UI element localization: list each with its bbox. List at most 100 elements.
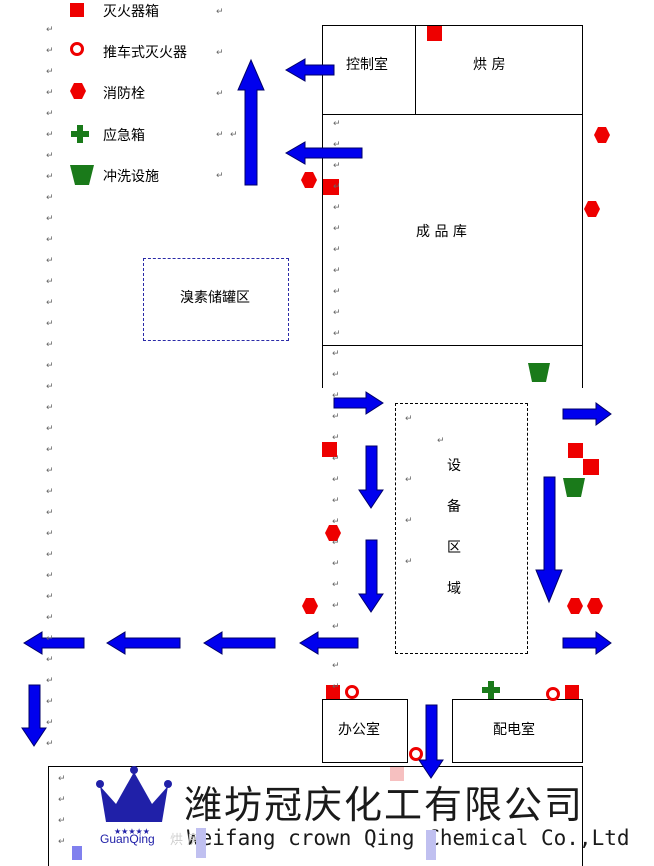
fire-box-icon	[326, 685, 340, 699]
arrow-right	[562, 402, 612, 426]
arrow-up	[237, 58, 265, 186]
paragraph-mark-icon: ↵	[46, 445, 54, 455]
paragraph-mark-icon: ↵	[332, 538, 340, 548]
hydrant-icon	[325, 525, 341, 541]
paragraph-mark-icon: ↵	[332, 391, 340, 401]
corridor-wall-left	[322, 346, 323, 388]
paragraph-mark-icon: ↵	[46, 340, 54, 350]
paragraph-mark-icon: ↵	[332, 475, 340, 485]
hydrant-icon	[594, 127, 610, 143]
paragraph-mark-icon: ↵	[46, 277, 54, 287]
paragraph-mark-icon: ↵	[46, 508, 54, 518]
faint-drying-label: 烘 房	[170, 833, 201, 848]
paragraph-mark-icon: ↵	[216, 171, 224, 181]
fire-box-icon	[565, 685, 579, 699]
faint-arrow-icon	[426, 830, 436, 860]
paragraph-mark-icon: ↵	[46, 424, 54, 434]
company-name-en: Weifang crown Qing Chemical Co.,Ltd	[187, 826, 630, 850]
paragraph-mark-icon: ↵	[333, 203, 341, 213]
paragraph-mark-icon: ↵	[46, 550, 54, 560]
paragraph-mark-icon: ↵	[333, 287, 341, 297]
bromine-tank-area	[143, 258, 289, 341]
legend-cart-extinguisher-label: 推车式灭火器	[103, 45, 187, 61]
arrow-left	[106, 631, 181, 655]
legend-fire-box-label: 灭火器箱	[103, 4, 159, 20]
paragraph-mark-icon: ↵	[46, 676, 54, 686]
paragraph-mark-icon: ↵	[46, 571, 54, 581]
fire-box-icon	[70, 3, 84, 17]
paragraph-mark-icon: ↵	[216, 130, 224, 140]
power-room	[452, 699, 583, 763]
paragraph-mark-icon: ↵	[333, 308, 341, 318]
arrow-down	[21, 684, 47, 747]
paragraph-mark-icon: ↵	[333, 119, 341, 129]
faint-arrow-icon	[196, 828, 206, 858]
faint-arrow-icon	[72, 846, 82, 860]
paragraph-mark-icon: ↵	[46, 529, 54, 539]
paragraph-mark-icon: ↵	[332, 559, 340, 569]
arrow-left	[23, 631, 85, 655]
equipment-label-2: 备	[447, 499, 461, 515]
paragraph-mark-icon: ↵	[46, 88, 54, 98]
svg-text:★★★★★: ★★★★★	[114, 827, 150, 836]
paragraph-mark-icon: ↵	[46, 67, 54, 77]
paragraph-mark-icon: ↵	[332, 370, 340, 380]
paragraph-mark-icon: ↵	[332, 601, 340, 611]
arrow-left	[285, 141, 363, 165]
paragraph-mark-icon: ↵	[332, 661, 340, 671]
fire-box-icon	[427, 26, 442, 41]
paragraph-mark-icon: ↵	[405, 557, 413, 567]
paragraph-mark-icon: ↵	[405, 516, 413, 526]
product-store	[322, 114, 583, 346]
paragraph-mark-icon: ↵	[332, 622, 340, 632]
paragraph-mark-icon: ↵	[332, 433, 340, 443]
bromine-tank-label: 溴素储罐区	[180, 290, 250, 306]
paragraph-mark-icon: ↵	[333, 329, 341, 339]
faint-fire-box-icon	[390, 767, 404, 781]
paragraph-mark-icon: ↵	[46, 46, 54, 56]
company-logo: ★★★★★ GuanQing	[94, 764, 174, 854]
bottom-building	[48, 766, 583, 866]
paragraph-mark-icon: ↵	[333, 266, 341, 276]
paragraph-mark-icon: ↵	[332, 412, 340, 422]
paragraph-mark-icon: ↵	[46, 25, 54, 35]
fire-box-icon	[323, 179, 339, 195]
paragraph-mark-icon: ↵	[46, 382, 54, 392]
hydrant-icon	[302, 598, 318, 614]
cart-extinguisher-icon	[546, 687, 560, 701]
paragraph-mark-icon: ↵	[46, 739, 54, 749]
paragraph-mark-icon: ↵	[46, 466, 54, 476]
paragraph-mark-icon: ↵	[216, 7, 224, 17]
fire-box-icon	[322, 442, 337, 457]
cart-extinguisher-icon	[345, 685, 359, 699]
logo-text: GuanQing	[100, 832, 155, 846]
paragraph-mark-icon: ↵	[333, 224, 341, 234]
paragraph-mark-icon: ↵	[216, 48, 224, 58]
legend-hydrant-label: 消防栓	[103, 86, 145, 102]
equipment-area	[395, 403, 528, 654]
paragraph-mark-icon: ↵	[332, 496, 340, 506]
cart-extinguisher-icon	[409, 747, 423, 761]
paragraph-mark-icon: ↵	[46, 655, 54, 665]
equipment-label-3: 区	[447, 540, 461, 556]
equipment-label-4: 域	[447, 581, 461, 597]
paragraph-mark-icon: ↵	[405, 414, 413, 424]
paragraph-mark-icon: ↵	[46, 235, 54, 245]
arrow-down	[418, 704, 444, 779]
paragraph-mark-icon: ↵	[46, 361, 54, 371]
paragraph-mark-icon: ↵	[46, 172, 54, 182]
paragraph-mark-icon: ↵	[46, 214, 54, 224]
arrow-right	[333, 391, 384, 415]
power-room-label: 配电室	[493, 722, 535, 738]
paragraph-mark-icon: ↵	[437, 436, 445, 446]
emergency-box-icon	[482, 681, 500, 699]
paragraph-mark-icon: ↵	[333, 140, 341, 150]
paragraph-mark-icon: ↵	[332, 454, 340, 464]
paragraph-mark-icon: ↵	[46, 130, 54, 140]
paragraph-mark-icon: ↵	[58, 774, 66, 784]
paragraph-mark-icon: ↵	[46, 634, 54, 644]
paragraph-mark-icon: ↵	[46, 298, 54, 308]
paragraph-mark-icon: ↵	[46, 592, 54, 602]
paragraph-mark-icon: ↵	[58, 816, 66, 826]
